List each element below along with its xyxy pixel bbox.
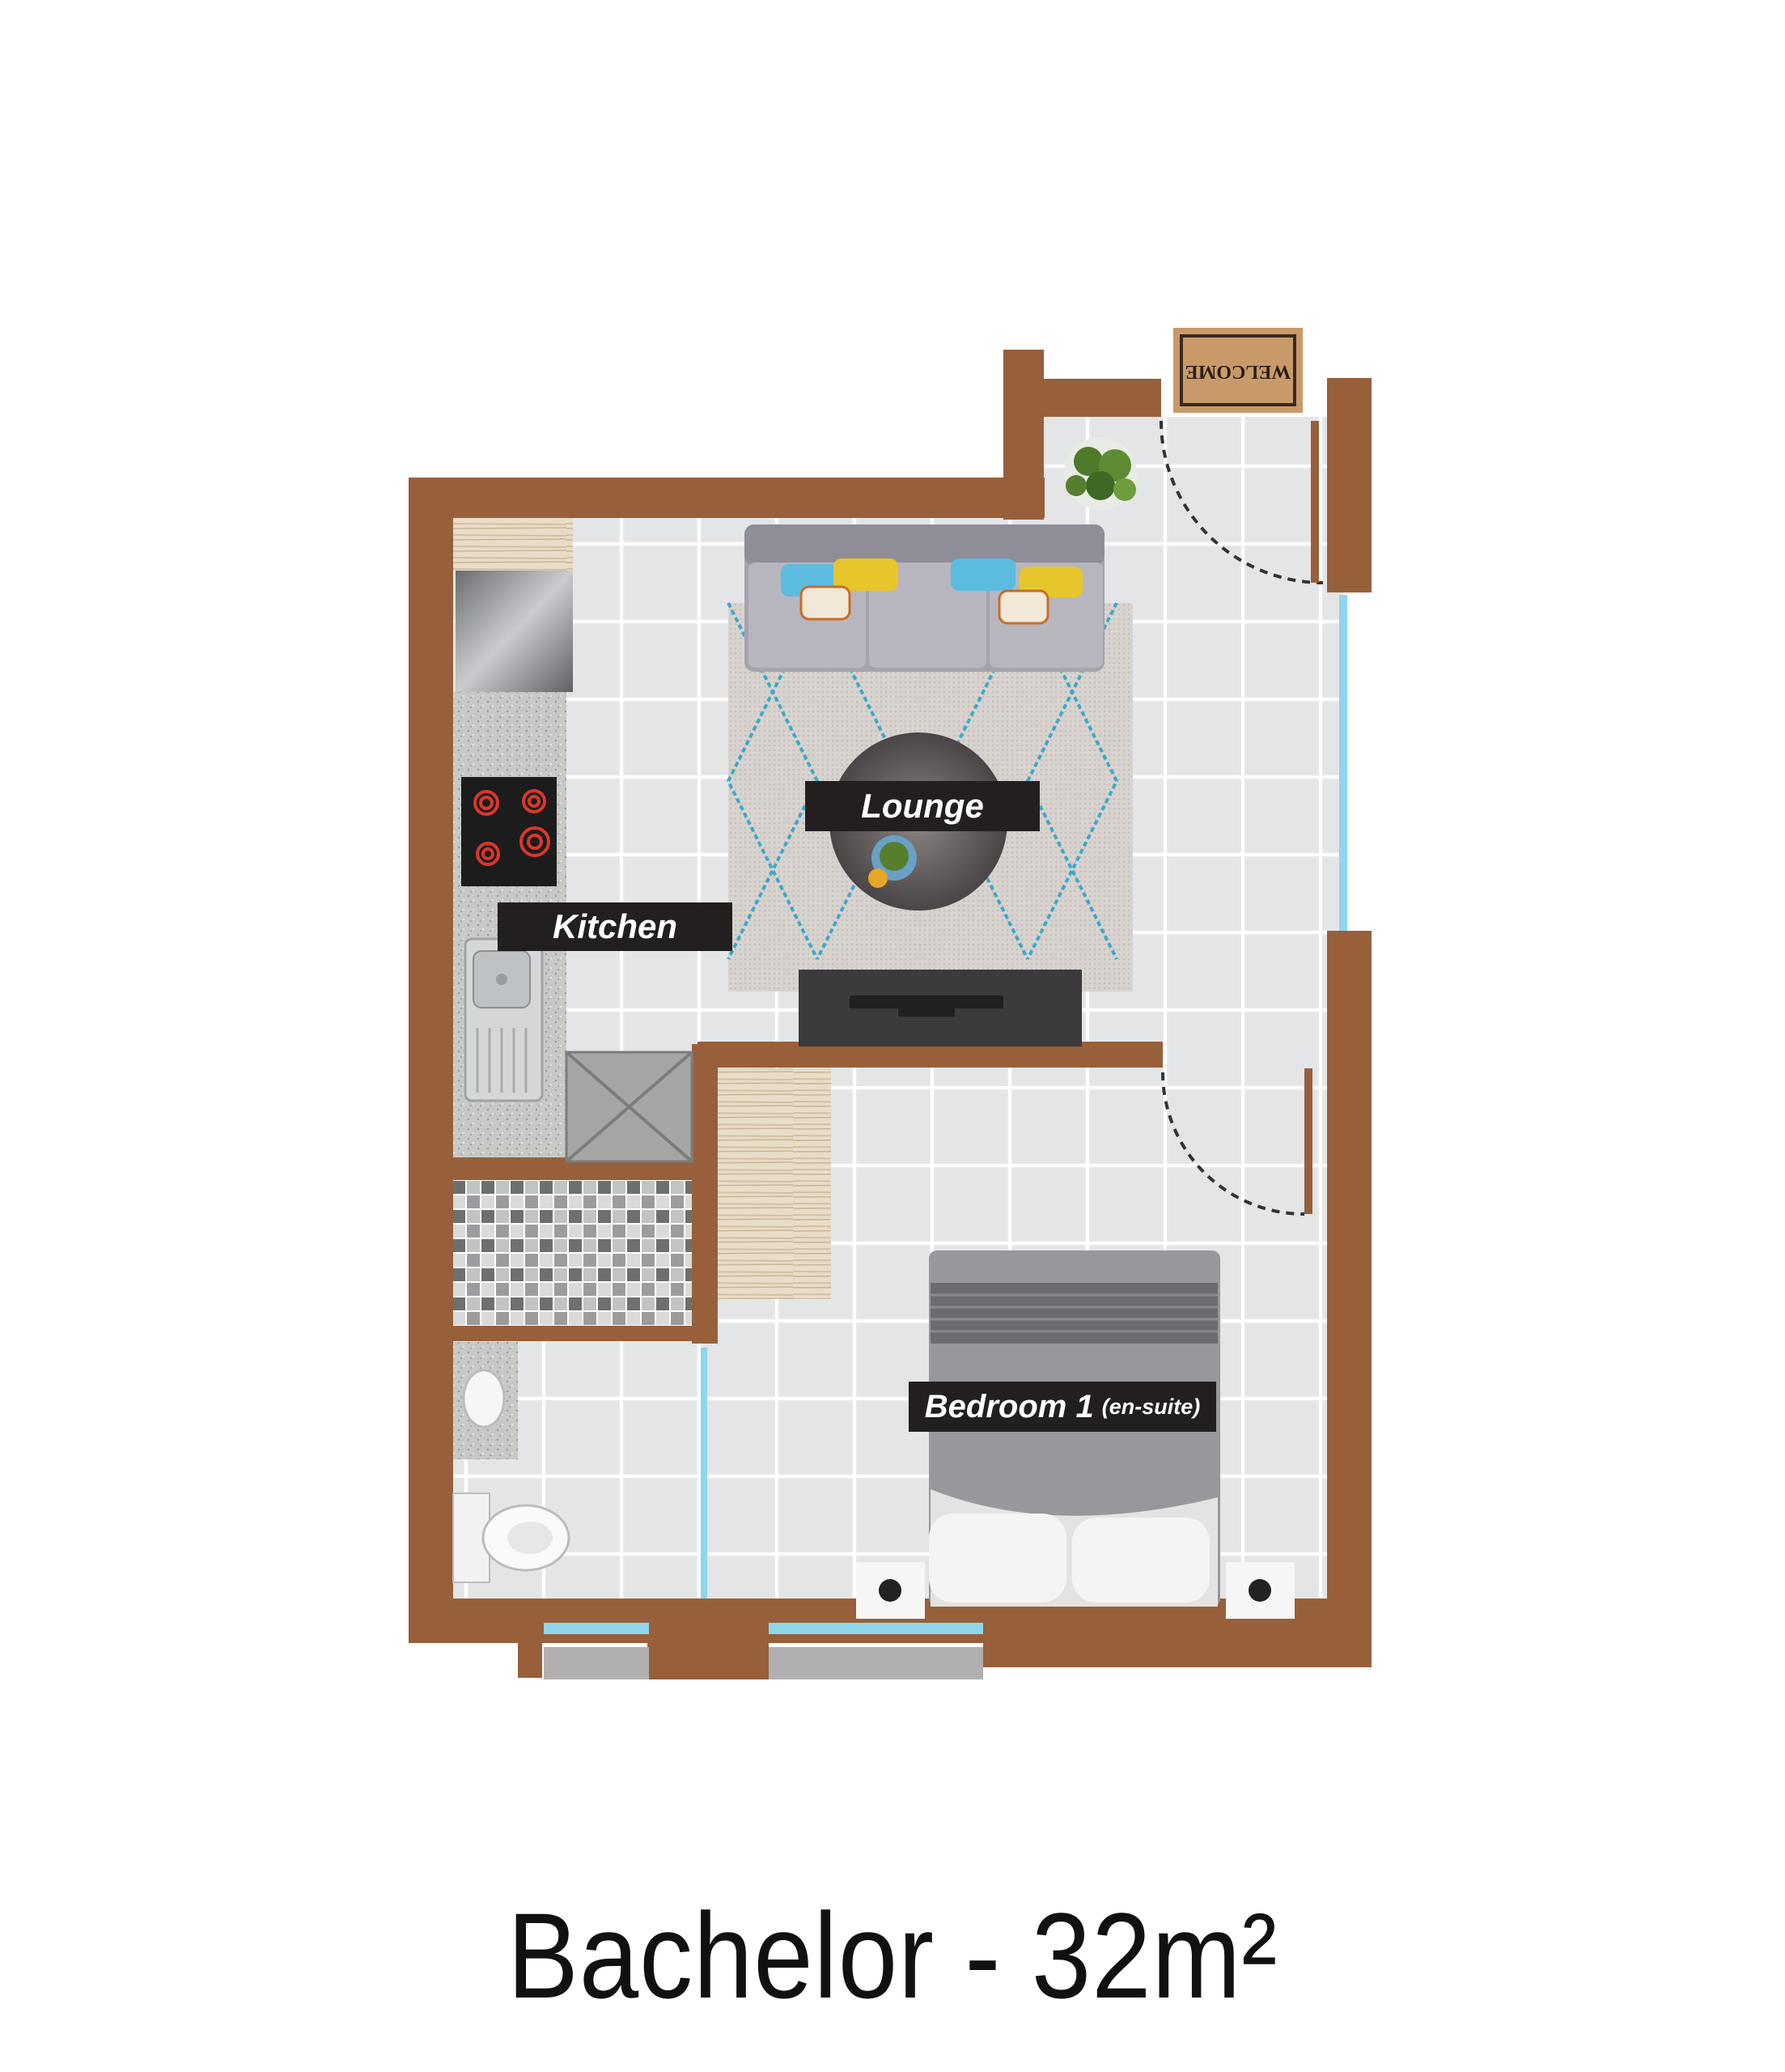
doormat-text: WELCOME — [1185, 361, 1291, 382]
tv-unit — [799, 970, 1082, 1047]
doormat: WELCOME — [1173, 328, 1303, 413]
room-label-bedroom-note: (en-suite) — [1101, 1394, 1201, 1419]
bathroom — [452, 1180, 692, 1583]
windows — [544, 595, 1347, 1679]
plan-title: Bachelor - 32m² — [507, 1887, 1278, 2023]
room-label-kitchen-text: Kitchen — [552, 907, 677, 945]
bed — [929, 1250, 1220, 1607]
plant — [1064, 437, 1137, 510]
nightstands — [856, 1562, 1295, 1619]
wardrobe — [718, 1068, 831, 1299]
door-swings — [1160, 420, 1324, 1216]
room-label-kitchen: Kitchen — [498, 902, 732, 951]
room-label-lounge: Lounge — [805, 781, 1040, 831]
sofa — [744, 524, 1104, 672]
room-label-lounge-text: Lounge — [861, 787, 984, 825]
room-label-bedroom: Bedroom 1 (en-suite) — [909, 1382, 1216, 1432]
room-label-bedroom-text: Bedroom 1 — [924, 1388, 1094, 1424]
